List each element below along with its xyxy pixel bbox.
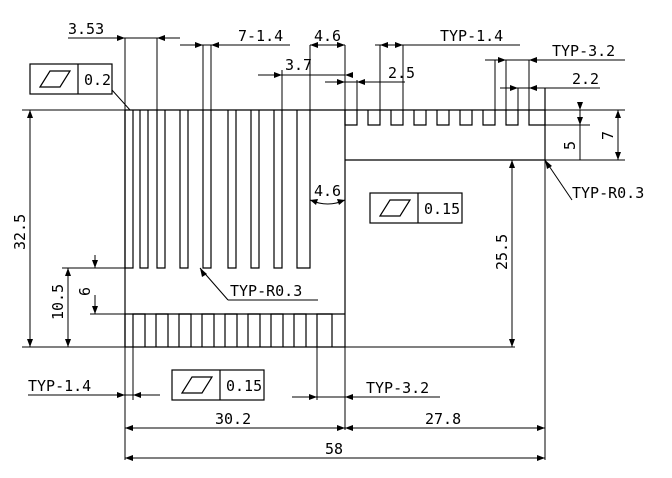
flatness-frame-3: 0.15 [171, 369, 265, 401]
top-right-fins [344, 109, 546, 126]
flatness-symbol-icon [378, 199, 412, 217]
dim-25-5: 25.5 [493, 234, 511, 270]
dim-30-2: 30.2 [215, 410, 251, 428]
dim-3-7: 3.7 [285, 56, 312, 74]
flatness-frame-2: 0.15 [369, 192, 463, 224]
flatness-value: 0.15 [226, 377, 262, 395]
dim-5: 5 [561, 141, 579, 150]
flatness-symbol-icon [180, 376, 214, 394]
dim-typ-3-2-top: TYP-3.2 [552, 42, 615, 60]
dim-27-8: 27.8 [425, 410, 461, 428]
dim-typ-1-4-bottom: TYP-1.4 [28, 377, 91, 395]
dim-32-5: 32.5 [11, 214, 29, 250]
dim-2-2: 2.2 [572, 70, 599, 88]
dim-7: 7 [599, 131, 617, 140]
dim-7x1-4: 7-1.4 [238, 27, 283, 45]
dim-typ-r0-3-right: TYP-R0.3 [572, 184, 644, 202]
flatness-frame-1: 0.2 [29, 63, 113, 95]
dim-58: 58 [325, 440, 343, 458]
upper-fin-row [124, 109, 345, 269]
bottom-fins [124, 313, 345, 347]
dim-typ-r0-3-mid: TYP-R0.3 [230, 282, 302, 300]
dim-typ-1-4-top: TYP-1.4 [440, 27, 503, 45]
flatness-symbol-icon [38, 70, 72, 88]
dim-4-6-top: 4.6 [314, 27, 341, 45]
dim-10-5: 10.5 [49, 284, 67, 320]
dim-typ-3-2-bottom: TYP-3.2 [366, 379, 429, 397]
dimension-lines [22, 35, 625, 461]
dimension-labels: 3.53 7-1.4 4.6 TYP-1.4 TYP-3.2 3.7 2.5 2… [11, 20, 644, 458]
flatness-value: 0.15 [424, 200, 460, 218]
dim-4-6-mid: 4.6 [314, 182, 341, 200]
dim-3-53: 3.53 [68, 20, 104, 38]
dim-2-5: 2.5 [388, 64, 415, 82]
flatness-value: 0.2 [84, 71, 111, 89]
dim-6: 6 [76, 287, 94, 296]
